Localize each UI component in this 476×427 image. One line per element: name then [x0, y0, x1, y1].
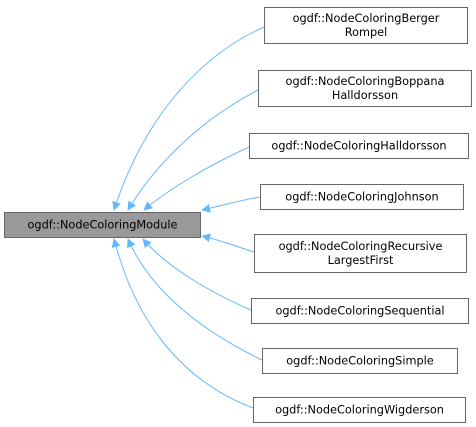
- derived-class-node-simple[interactable]: ogdf::NodeColoringSimple: [262, 348, 458, 374]
- base-class-node[interactable]: ogdf::NodeColoringModule: [4, 212, 201, 238]
- derived-class-node-johnson[interactable]: ogdf::NodeColoringJohnson: [260, 184, 464, 210]
- inheritance-edge-sequential: [142, 238, 252, 311]
- inheritance-edge-simple: [127, 238, 263, 361]
- inheritance-edge-halldorsson: [143, 146, 250, 211]
- edges-layer: [111, 26, 265, 409]
- node-box: [262, 348, 458, 374]
- inheritance-edge-wigderson: [111, 238, 254, 409]
- node-box: [258, 70, 472, 107]
- node-label-line: ogdf::NodeColoringBoppana: [286, 75, 445, 88]
- node-label-line: ogdf::NodeColoringWigderson: [275, 404, 444, 417]
- nodes-layer: ogdf::NodeColoringModuleogdf::NodeColori…: [4, 7, 472, 423]
- node-label-line: Rompel: [345, 26, 388, 39]
- node-label-line: ogdf::NodeColoringModule: [28, 219, 178, 232]
- node-box: [254, 234, 467, 273]
- node-box: [264, 7, 468, 44]
- node-box: [260, 184, 464, 210]
- node-box: [251, 298, 469, 324]
- derived-class-node-halldorsson[interactable]: ogdf::NodeColoringHalldorsson: [249, 133, 469, 159]
- derived-class-node-sequential[interactable]: ogdf::NodeColoringSequential: [251, 298, 469, 324]
- node-label-line: ogdf::NodeColoringRecursive: [279, 240, 443, 253]
- node-box: [249, 133, 469, 159]
- inheritance-edge-johnson: [201, 196, 261, 213]
- inheritance-edge-boppana-halldorsson: [127, 89, 259, 211]
- node-label-line: LargestFirst: [328, 254, 394, 267]
- node-label-line: ogdf::NodeColoringBerger: [293, 12, 440, 25]
- node-label-line: ogdf::NodeColoringHalldorsson: [271, 140, 446, 153]
- node-label-line: ogdf::NodeColoringSimple: [286, 355, 434, 368]
- inheritance-edge-recursive-largest-first: [201, 233, 255, 253]
- node-label-line: ogdf::NodeColoringJohnson: [285, 191, 438, 204]
- node-label-line: ogdf::NodeColoringSequential: [275, 305, 444, 318]
- node-label-line: Halldorsson: [332, 89, 398, 102]
- node-box: [4, 212, 201, 238]
- derived-class-node-wigderson[interactable]: ogdf::NodeColoringWigderson: [253, 397, 466, 423]
- node-box: [253, 397, 466, 423]
- inheritance-edge-berger-rompel: [112, 26, 265, 211]
